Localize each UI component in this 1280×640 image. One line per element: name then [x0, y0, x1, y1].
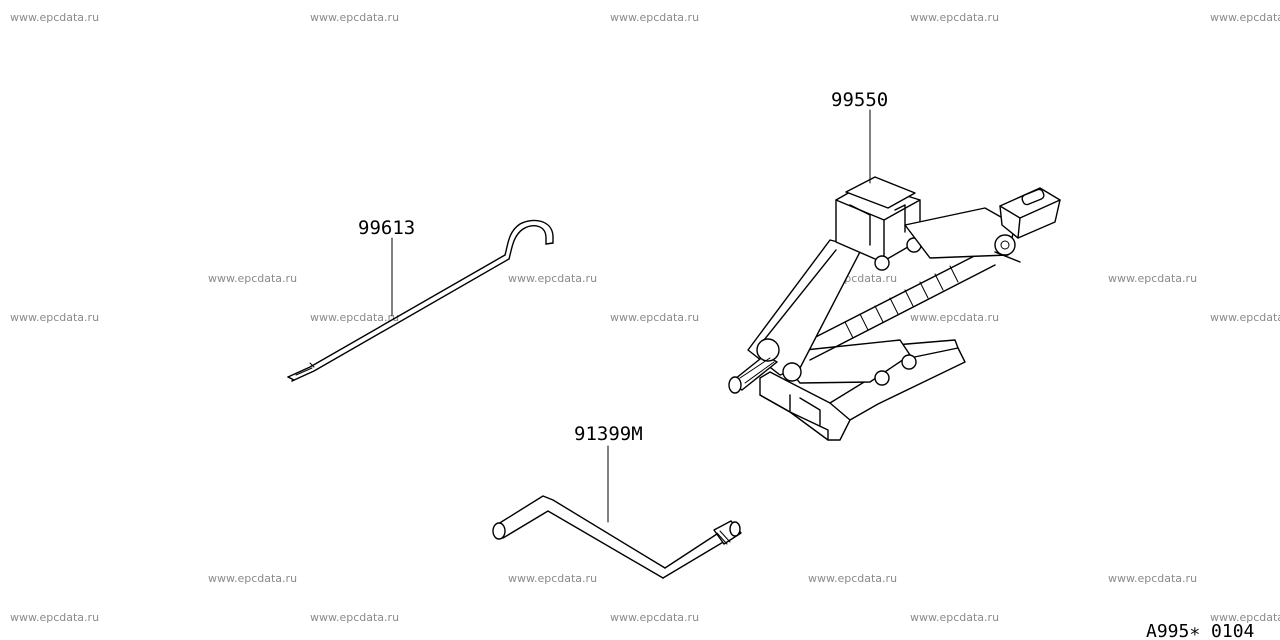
watermark-text: www.epcdata.ru: [910, 611, 999, 624]
watermark-text: www.epcdata.ru: [610, 611, 699, 624]
part-label-91399M: 91399M: [574, 423, 643, 523]
watermark-text: www.epcdata.ru: [10, 611, 99, 624]
watermark-text: www.epcdata.ru: [10, 311, 99, 324]
watermark-text: www.epcdata.ru: [1108, 572, 1197, 585]
watermark-text: www.epcdata.ru: [610, 311, 699, 324]
watermark-text: www.epcdata.ru: [310, 611, 399, 624]
watermark-text: www.epcdata.ru: [208, 572, 297, 585]
watermark-layer: www.epcdata.ru www.epcdata.ru www.epcdata.…: [10, 11, 1280, 624]
watermark-text: www.epcdata.ru: [910, 11, 999, 24]
watermark-text: www.epcdata.ru: [310, 11, 399, 24]
part-number: 99613: [358, 217, 415, 239]
jack-rod-icon: [287, 219, 554, 382]
watermark-text: www.epcdata.ru: [10, 11, 99, 24]
watermark-text: www.epcdata.ru: [310, 311, 399, 324]
part-number: 91399M: [574, 423, 643, 445]
watermark-text: www.epcdata.ru: [1108, 272, 1197, 285]
diagram-reference-code: A995∗ 0104: [1146, 621, 1254, 640]
part-number: 99550: [831, 89, 888, 111]
watermark-text: www.epcdata.ru: [1210, 311, 1280, 324]
watermark-text: www.epcdata.ru: [508, 272, 597, 285]
watermark-text: www.epcdata.ru: [508, 572, 597, 585]
watermark-text: www.epcdata.ru: [1210, 11, 1280, 24]
watermark-text: www.epcdata.ru: [910, 311, 999, 324]
watermark-text: www.epcdata.ru: [208, 272, 297, 285]
crank-handle-icon: [492, 495, 742, 579]
watermark-text: www.epcdata.ru: [808, 572, 897, 585]
part-label-99613: 99613: [358, 217, 415, 317]
watermark-text: www.epcdata.ru: [1210, 611, 1280, 624]
scissor-jack-icon: [728, 176, 1061, 441]
part-label-99550: 99550: [831, 89, 888, 184]
watermark-text: www.epcdata.ru: [610, 11, 699, 24]
